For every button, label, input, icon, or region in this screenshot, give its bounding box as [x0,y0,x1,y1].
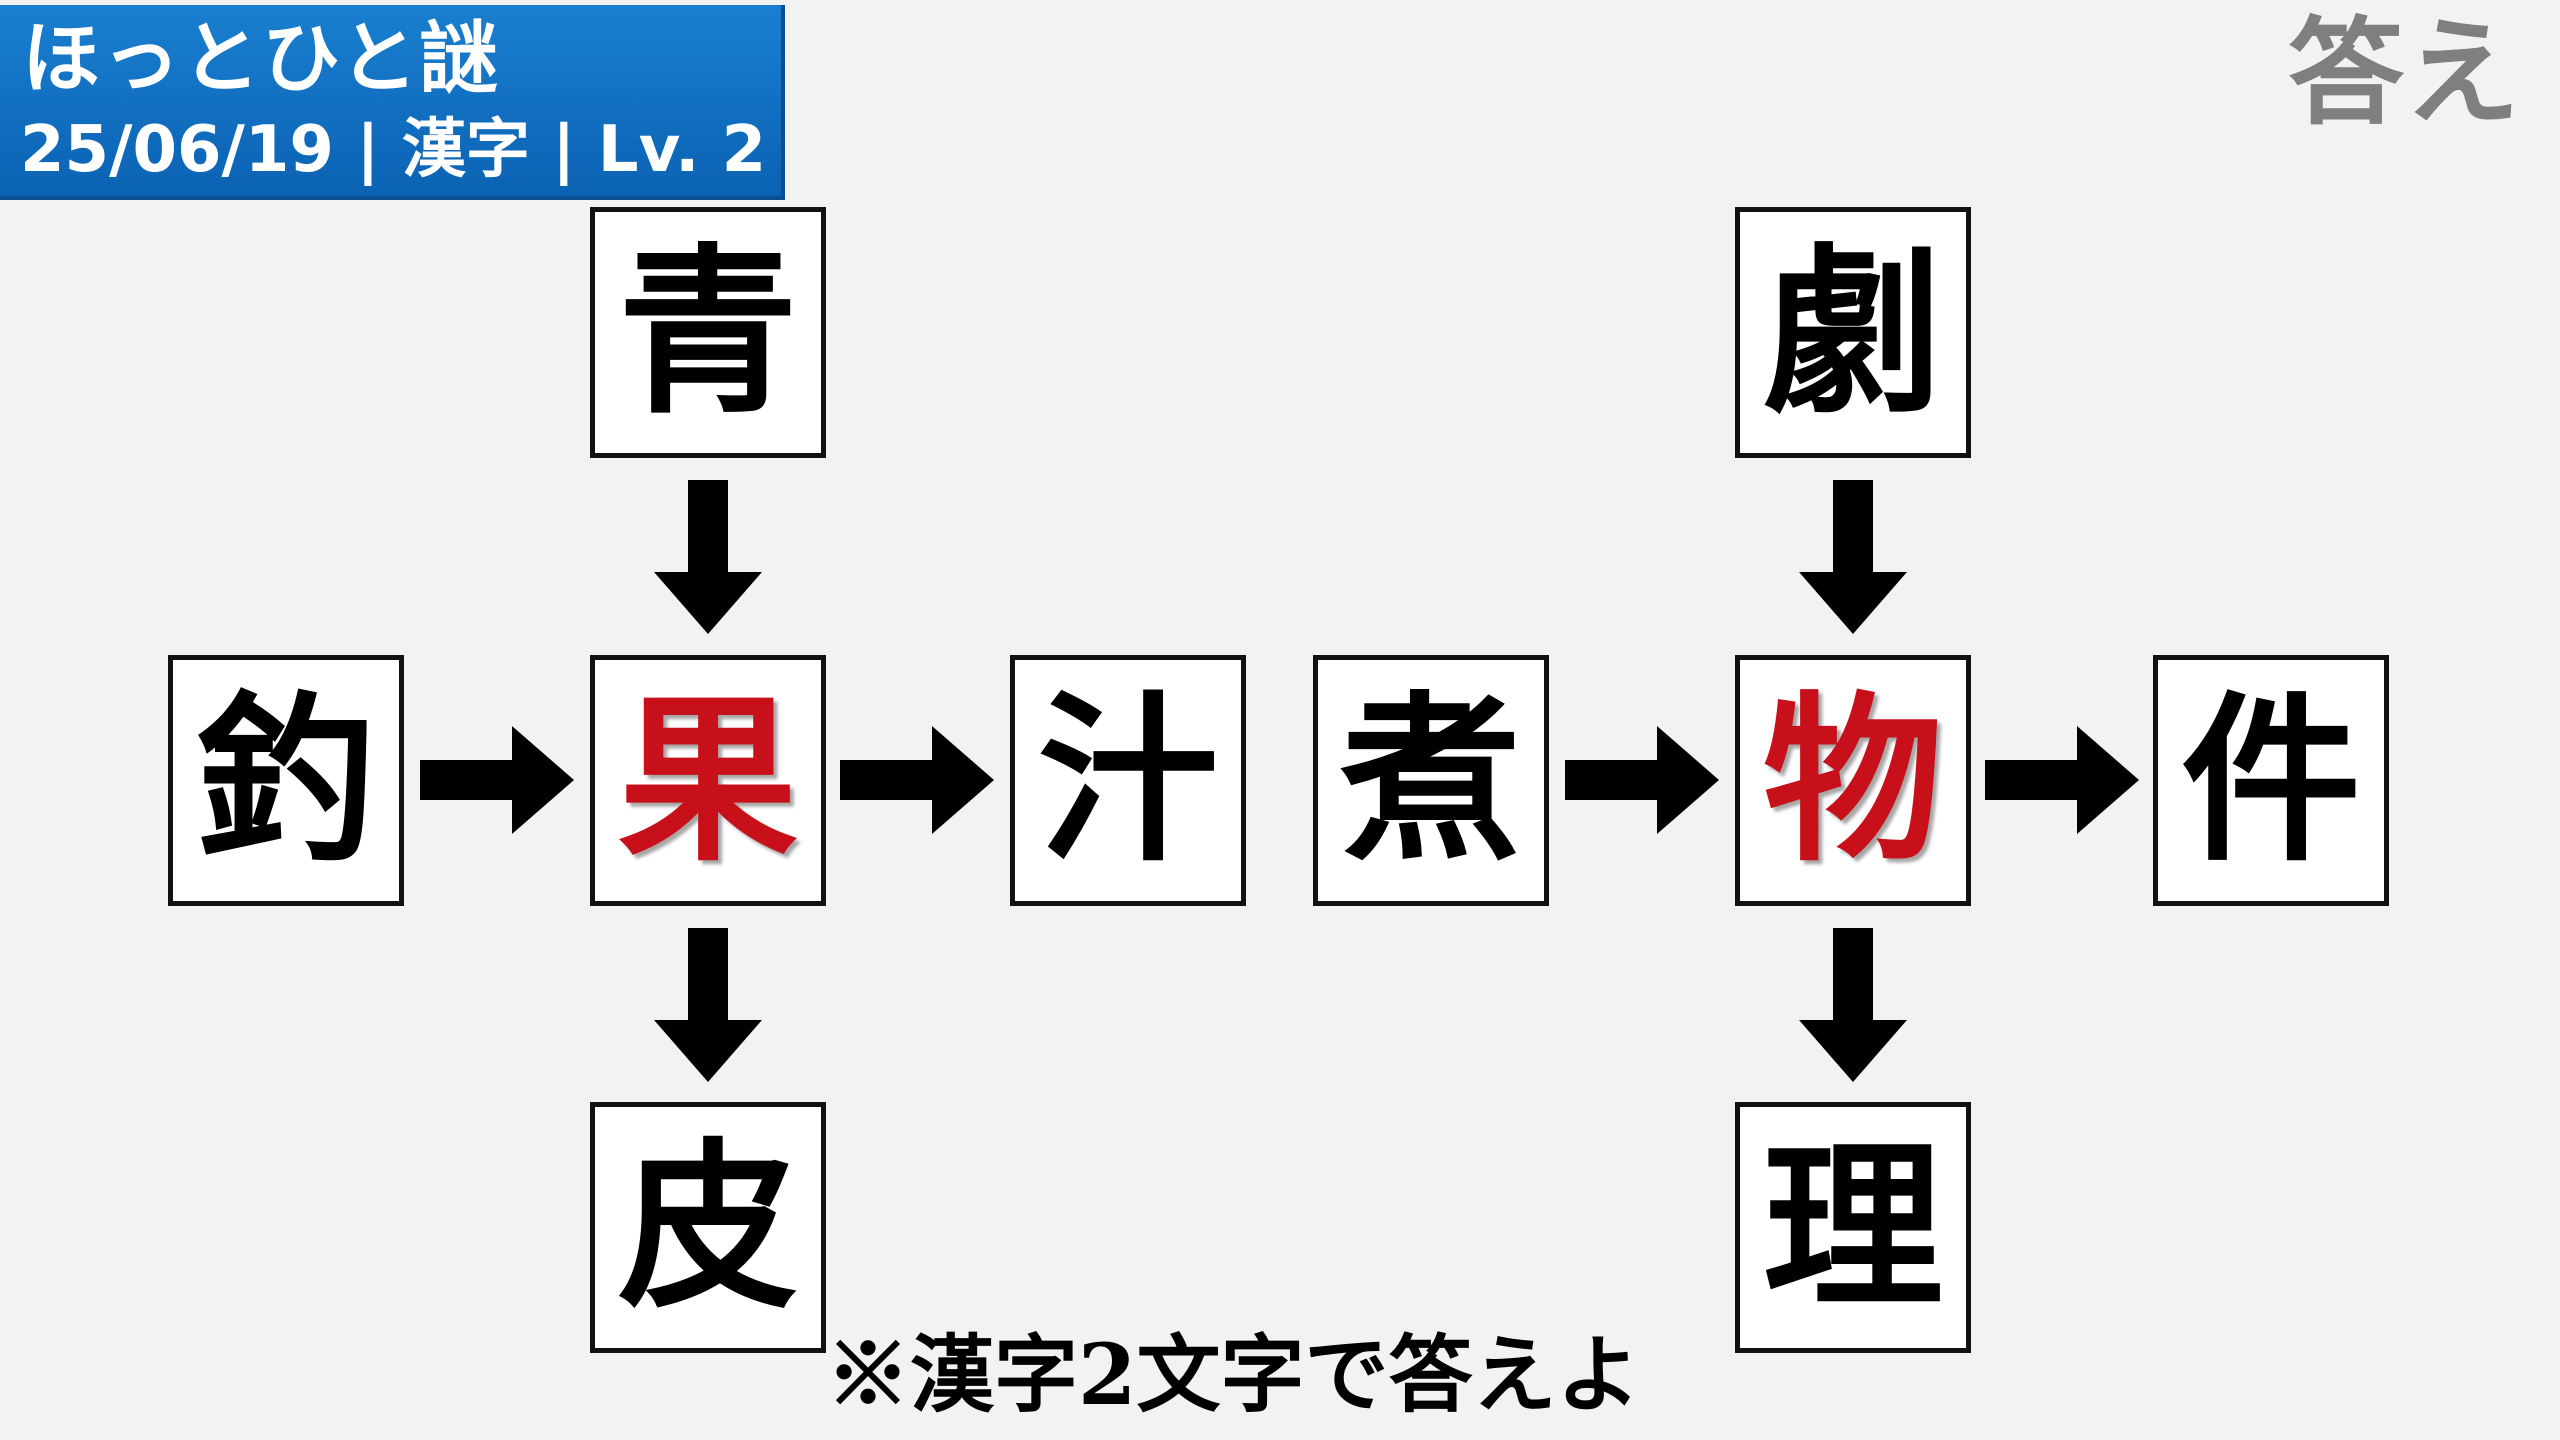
arrow-down-icon [1799,480,1907,634]
instruction-note: ※漢字2文字で答えよ [826,1325,1641,1424]
left-puzzle-left-box: 釣 [168,655,404,906]
right-puzzle-top-box: 劇 [1735,207,1971,458]
left-puzzle-center-box: 果 [590,655,826,906]
arrow-right-icon [1565,726,1719,834]
answer-label: 答え [2288,6,2520,141]
right-puzzle-left-box: 煮 [1313,655,1549,906]
kanji-cell: 理 [1762,1121,1943,1333]
banner-meta: 25/06/19 | 漢字 | Lv. 2 [20,113,767,187]
answer-kanji: 物 [1762,674,1943,886]
kanji-cell: 釣 [195,674,376,886]
kanji-cell: 青 [617,226,798,438]
arrow-right-icon [840,726,994,834]
kanji-cell: 皮 [617,1121,798,1333]
kanji-cell: 煮 [1340,674,1521,886]
arrow-down-icon [654,928,762,1082]
arrow-down-icon [654,480,762,634]
kanji-cell: 劇 [1762,226,1943,438]
arrow-down-icon [1799,928,1907,1082]
title-banner: ほっとひと謎 25/06/19 | 漢字 | Lv. 2 [0,5,785,200]
right-puzzle-bottom-box: 理 [1735,1102,1971,1353]
left-puzzle-bottom-box: 皮 [590,1102,826,1353]
answer-kanji: 果 [617,674,798,886]
kanji-cell: 汁 [1037,674,1218,886]
left-puzzle-right-box: 汁 [1010,655,1246,906]
right-puzzle-right-box: 件 [2153,655,2389,906]
arrow-right-icon [1985,726,2139,834]
banner-title: ほっとひと謎 [22,14,500,104]
arrow-right-icon [420,726,574,834]
kanji-cell: 件 [2180,674,2361,886]
left-puzzle-top-box: 青 [590,207,826,458]
right-puzzle-center-box: 物 [1735,655,1971,906]
